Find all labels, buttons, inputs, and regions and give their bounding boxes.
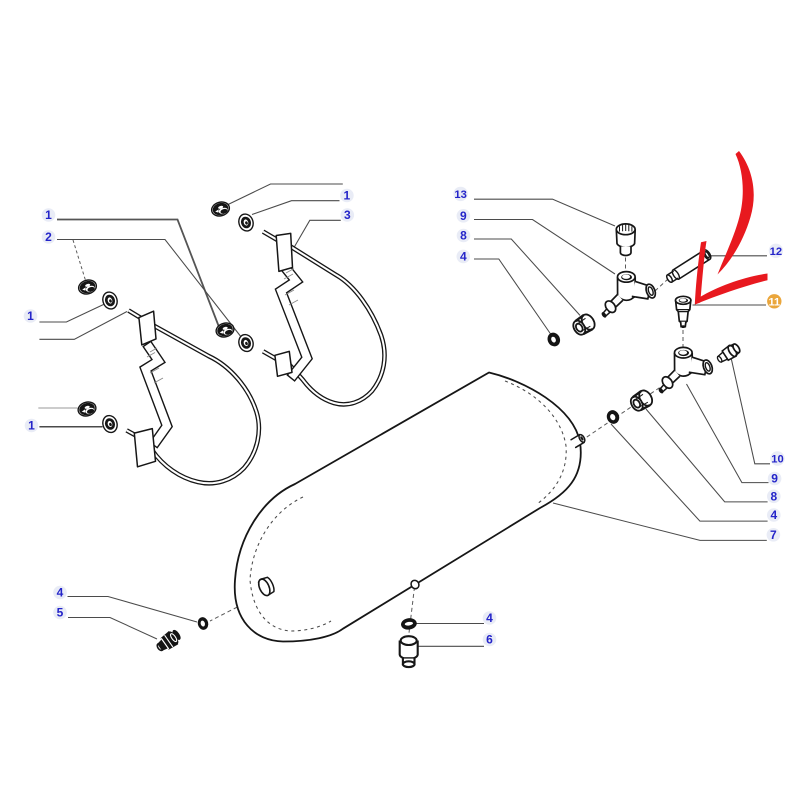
svg-text:8: 8 xyxy=(770,490,777,504)
svg-text:4: 4 xyxy=(486,611,493,625)
svg-text:8: 8 xyxy=(460,229,467,243)
svg-text:10: 10 xyxy=(771,454,783,466)
svg-text:12: 12 xyxy=(770,246,782,258)
svg-text:2: 2 xyxy=(45,230,52,244)
svg-text:1: 1 xyxy=(28,419,35,433)
svg-text:13: 13 xyxy=(454,189,466,201)
svg-text:9: 9 xyxy=(460,209,467,223)
svg-text:7: 7 xyxy=(770,528,777,542)
svg-text:1: 1 xyxy=(27,309,34,323)
svg-text:5: 5 xyxy=(57,606,64,620)
svg-text:4: 4 xyxy=(460,250,467,264)
svg-text:11: 11 xyxy=(768,297,780,309)
svg-text:9: 9 xyxy=(771,472,778,486)
svg-text:6: 6 xyxy=(486,633,493,647)
svg-text:4: 4 xyxy=(770,508,777,522)
svg-text:1: 1 xyxy=(45,208,52,222)
svg-text:1: 1 xyxy=(344,189,351,203)
svg-text:3: 3 xyxy=(344,208,351,222)
svg-text:4: 4 xyxy=(57,586,64,600)
